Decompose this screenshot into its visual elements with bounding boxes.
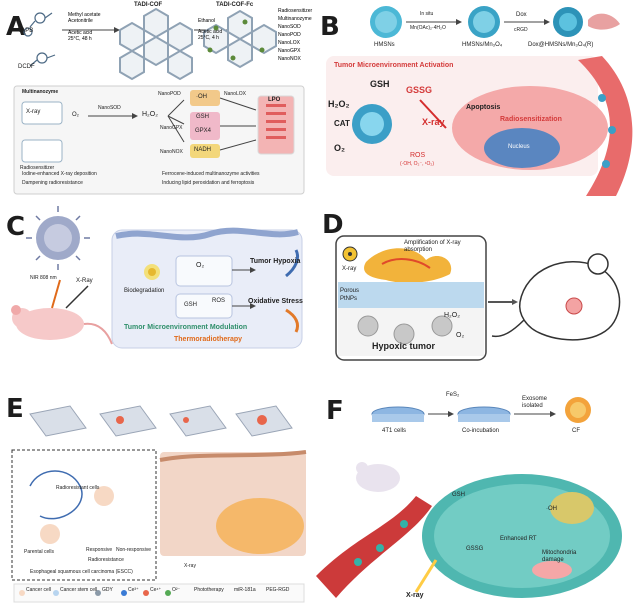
gssg-label-b: GSSG xyxy=(406,85,433,95)
tadi-cof-label: TADI-COF xyxy=(134,2,163,8)
nanogpx-label: NanoGPX xyxy=(160,125,183,131)
xray-label-c: X-Ray xyxy=(76,278,93,284)
panel-b-graphic xyxy=(326,6,633,196)
panel-f-graphic xyxy=(316,397,622,598)
ros-detail-label: (·OH, O₂⁻, ¹O₂) xyxy=(400,161,435,167)
gsh-label-f: GSH xyxy=(452,492,466,498)
hypoxic-label: Hypoxic tumor xyxy=(372,341,436,351)
h2o2-label-b: H₂O₂ xyxy=(328,99,350,109)
amplification-label: Amplification of X-ray absorption xyxy=(404,240,461,253)
oxidative-stress-label: Oxidative Stress xyxy=(248,298,303,305)
oh-label-a: ·OH xyxy=(196,94,207,100)
hmsns-mn-label: HMSNs/Mn₃O₄ xyxy=(462,42,503,48)
o2-label-b: O₂ xyxy=(334,143,345,153)
dadp-label: DCDF xyxy=(18,64,35,70)
tme-modulation-label: Tumor Microenvironment Modulation xyxy=(124,324,248,331)
dox-label: Dox xyxy=(516,12,527,18)
porous-label: Porous xyxy=(340,288,360,294)
dox-hmsns-label: Dox@HMSNs/Mn₃O₄(R) xyxy=(528,42,594,48)
activation-title: Tumor Microenvironment Activation xyxy=(334,62,454,69)
cat-label: CAT xyxy=(334,119,350,128)
tadi-cof-fc-label: TADI-COF-Fc xyxy=(216,2,254,8)
nanolox-label: NanoLOX xyxy=(224,91,246,97)
cf-label: CF xyxy=(572,428,580,434)
oh-label-f: ·OH xyxy=(546,506,557,512)
gsh-label-a: GSH xyxy=(196,114,210,120)
o2-label-a: O₂ xyxy=(72,112,79,118)
panel-label-a: A xyxy=(6,12,27,42)
panel-label-b: B xyxy=(320,12,340,42)
panel-f: F FeS₂ 4T1 cells Co-incubation Exosome i… xyxy=(316,386,633,609)
nir-label: NIR 808 nm xyxy=(30,275,57,281)
panel-d: D Amplification of X-ray absorption X-ra… xyxy=(316,202,633,372)
radioresistant-label: Radioresistant cells xyxy=(56,485,100,491)
esophageal-label: Esophageal squamous cell carcinoma (ESCC… xyxy=(30,569,133,575)
multinanozyme-label: Multinanozyme xyxy=(22,89,59,95)
responsive-label: Responsive xyxy=(86,547,113,553)
mn-reagent-label: Mn(OAc)₂·4H₂O xyxy=(410,25,446,31)
panel-b: B HMSNs In situ Mn(OAc)₂·4H₂O HMSNs/Mn₃O… xyxy=(316,0,633,200)
coincubation-label: Co-incubation xyxy=(462,428,500,434)
synthesis-conditions-1: Methyl acetate Acetonitrile Acetic acid … xyxy=(68,12,101,42)
h2o2-label-a: H₂O₂ xyxy=(142,111,158,118)
panel-c: C NIR 808 nm X-Ray Biodegradation O₂ xyxy=(0,202,314,372)
panel-c-graphic xyxy=(11,206,303,349)
xray-label-a: X-ray xyxy=(26,109,41,115)
panel-label-e: E xyxy=(6,394,24,424)
panel-a: A xyxy=(0,0,314,200)
gpx4-label-a: GPX4 xyxy=(195,128,212,134)
h2o2-label-d: H₂O₂ xyxy=(444,312,460,319)
hmsns-label: HMSNs xyxy=(374,42,395,48)
nadh-label-a: NADH xyxy=(194,147,212,153)
ros-label-b: ROS xyxy=(410,152,426,159)
ros-label-c: ROS xyxy=(212,298,226,304)
tapb-label: TAPB xyxy=(18,28,34,34)
synthesis-conditions-2: Ethanol Acetic acid 25°C, 4 h xyxy=(198,18,223,41)
cells-label: 4T1 cells xyxy=(382,428,407,434)
xray-label-e: X-ray xyxy=(184,563,196,569)
nucleus-label: Nucleus xyxy=(508,144,530,150)
thermoradio-label: Thermoradiotherapy xyxy=(174,336,243,343)
radioresistance-label: Radioresistance xyxy=(88,557,124,563)
nanonox-label: NanoNOX xyxy=(160,149,183,155)
xray-label-d: X-ray xyxy=(342,266,357,272)
nanosod-label: NanoSOD xyxy=(98,105,121,111)
nonresponsive-label: Non-responsive xyxy=(116,547,152,553)
panel-label-d: D xyxy=(322,210,344,240)
parental-label: Parental cells xyxy=(24,549,55,555)
crgd-label: cRGD xyxy=(514,27,528,33)
tumor-hypoxia-label: Tumor Hypoxia xyxy=(250,258,301,265)
fes2-label: FeS₂ xyxy=(446,392,460,398)
panel-e: E Esophageal squamous cell carcinoma (ES… xyxy=(0,386,314,609)
panel-a-graphic xyxy=(13,7,305,195)
lpo-label: LPO xyxy=(268,97,281,103)
biodegradation-label: Biodegradation xyxy=(124,288,165,294)
panel-e-graphic xyxy=(11,405,307,603)
apoptosis-label: Apoptosis xyxy=(466,104,501,111)
panel-d-graphic xyxy=(335,235,621,361)
insitu-label: In situ xyxy=(420,11,434,17)
radiosensitization-label: Radiosensitization xyxy=(500,116,562,123)
xray-label-b: X-ray xyxy=(422,117,445,127)
xray-label-f: X-ray xyxy=(406,592,424,599)
radiosensitizer-label: Radiosensitizer xyxy=(20,165,55,171)
o2-label-d: O₂ xyxy=(456,332,465,339)
panel-label-f: F xyxy=(326,396,344,426)
mito-label: Mitochondria damage xyxy=(542,550,577,563)
gsh-label-c: GSH xyxy=(184,302,198,308)
gsh-label-b: GSH xyxy=(370,79,390,89)
o2-label-c: O₂ xyxy=(196,262,205,269)
gssg-label-f: GSSG xyxy=(466,546,484,552)
ptnps-label: PtNPs xyxy=(340,296,358,302)
feature-list: Radiosensitizer Multinanozyme NanoSOD Na… xyxy=(278,8,313,62)
enhanced-label: Enhanced RT xyxy=(500,536,537,542)
nanopod-label: NanoPOD xyxy=(158,91,181,97)
panel-label-c: C xyxy=(6,212,26,242)
exosome-label: Exosome isolated xyxy=(522,396,548,409)
